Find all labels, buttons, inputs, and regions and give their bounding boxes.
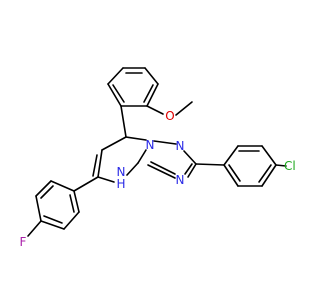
amine-nitrogen-label: N — [117, 165, 126, 179]
atom-labels: O Cl F N N N N H — [20, 109, 296, 249]
chlorine-atom-label: Cl — [284, 159, 296, 173]
triazole-nitrogen-upper-label: N — [176, 139, 185, 153]
bridgehead-nitrogen-label: N — [146, 138, 155, 152]
fluorine-atom-label: F — [20, 235, 27, 249]
molecule-structure-diagram: O Cl F N N N N H — [20, 67, 296, 249]
bond-lines — [27, 67, 287, 237]
amine-hydrogen-label: H — [116, 177, 125, 191]
triazole-nitrogen-lower-label: N — [176, 173, 185, 187]
oxygen-atom-label: O — [165, 109, 174, 123]
